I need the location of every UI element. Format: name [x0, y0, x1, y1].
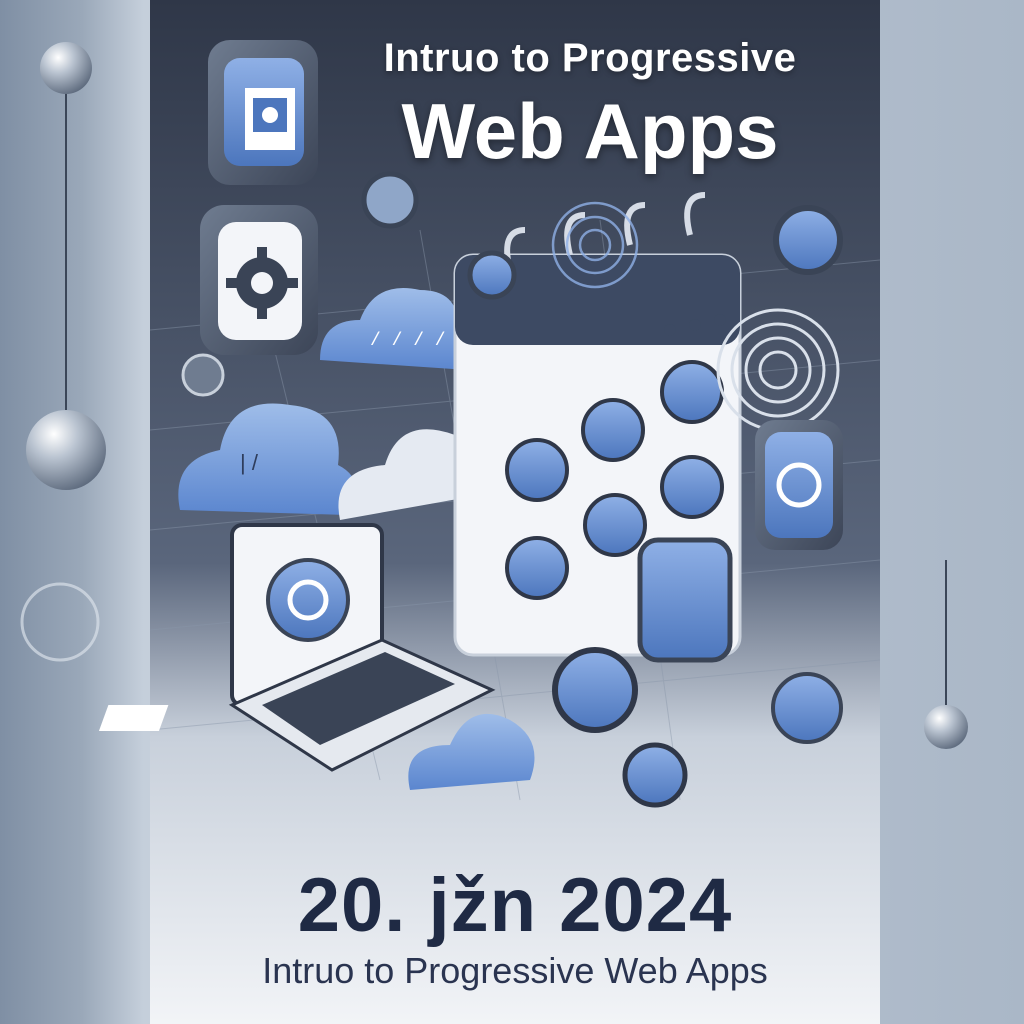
poster-title-main: Web Apps — [401, 87, 779, 175]
cloud-sync-icon: / / / / — [320, 288, 472, 370]
cloud-icon — [338, 429, 485, 520]
sphere-ornament — [40, 42, 92, 94]
cloud-icon: | / — [178, 403, 356, 515]
app-icon — [622, 742, 688, 808]
gear-icon — [226, 247, 298, 319]
app-icon — [776, 462, 822, 508]
svg-text:/ / / /: / / / / — [370, 331, 446, 351]
app-icon — [552, 647, 638, 733]
sphere-ornament — [26, 410, 106, 490]
app-icon — [361, 171, 419, 229]
browser-window-icon — [245, 88, 295, 150]
poster-subtitle: Intruo to Progressive Web Apps — [262, 950, 768, 991]
fingerprint-icon — [551, 201, 639, 289]
glass-ring-ornament — [20, 582, 100, 662]
sphere-ornament — [924, 705, 968, 749]
app-icon — [181, 353, 225, 397]
app-icon — [505, 360, 724, 600]
app-icon — [771, 672, 843, 744]
event-date: 20. jžn 2024 — [297, 863, 733, 948]
poster-title-top: Intruo to Progressive — [383, 36, 797, 80]
app-icon — [773, 205, 843, 275]
app-icon — [467, 250, 517, 300]
cloud-icon — [408, 713, 535, 790]
laptop-icon — [98, 523, 496, 772]
svg-text:| /: | / — [240, 450, 259, 475]
app-icon — [637, 537, 733, 663]
